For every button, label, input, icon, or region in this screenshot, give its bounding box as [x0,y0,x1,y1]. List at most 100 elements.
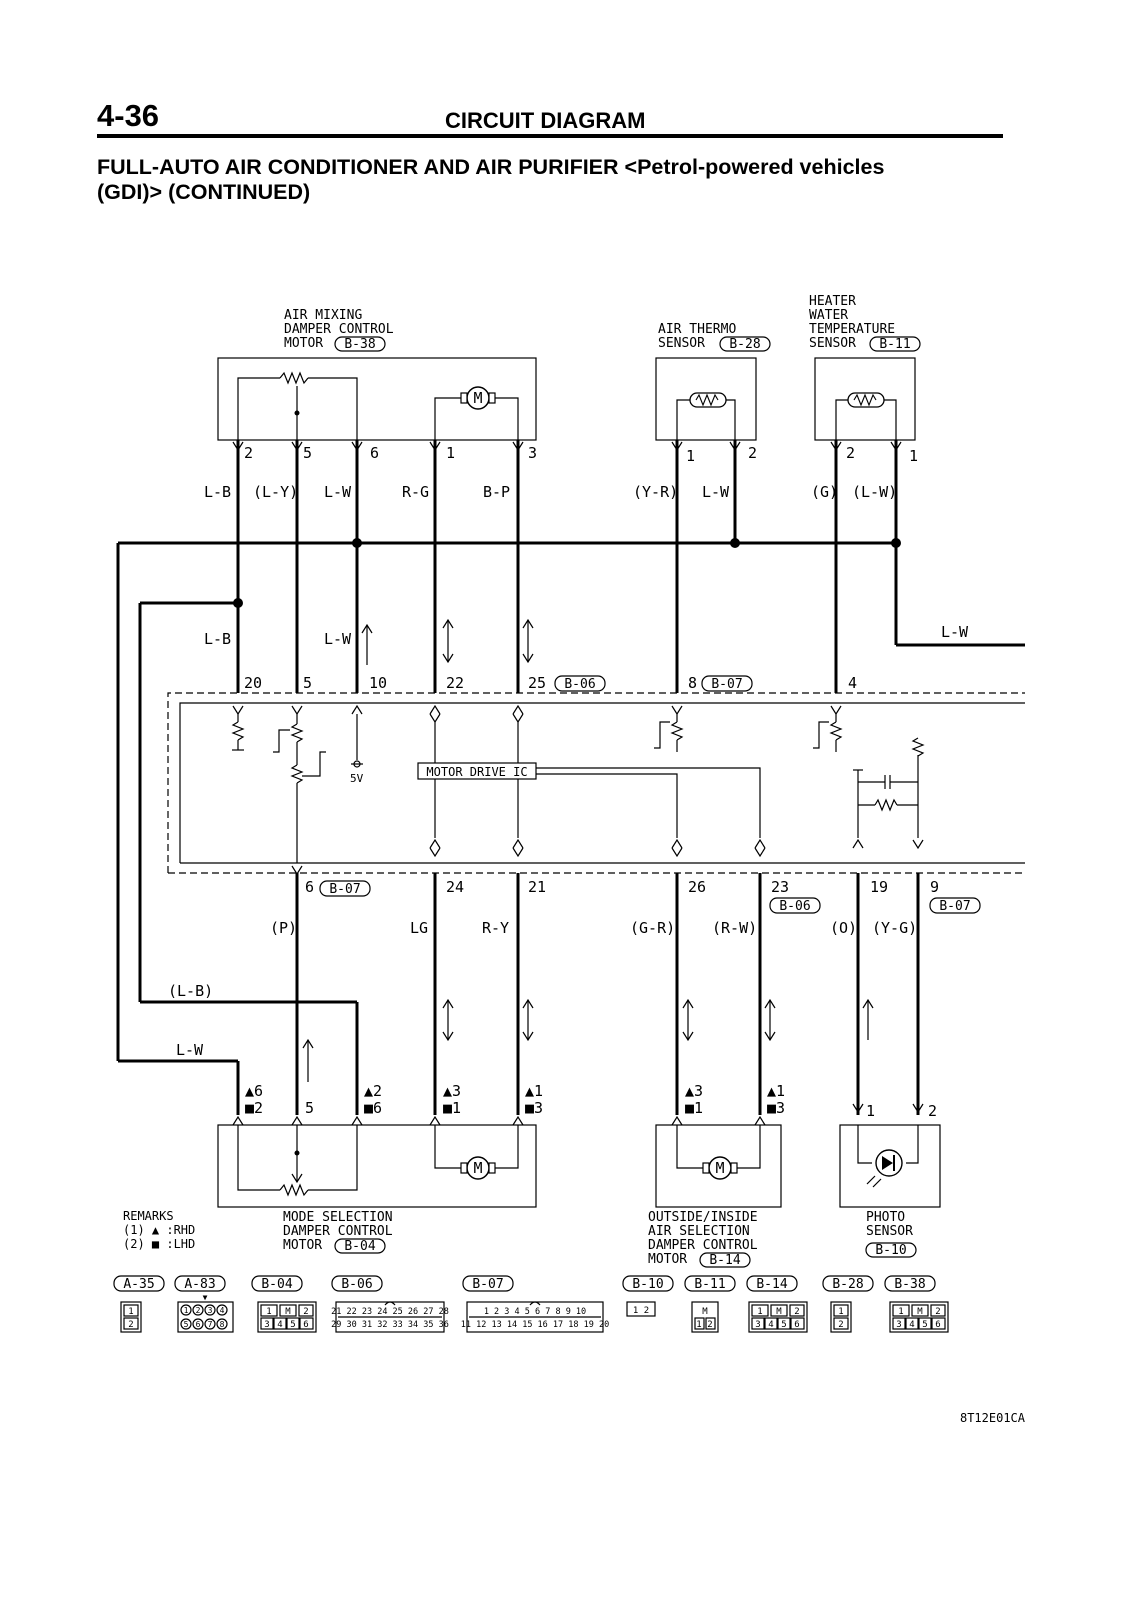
heater-label-2: WATER [809,308,848,323]
ecu-connector-b06: B-06 [564,677,595,692]
thermo-pin-2: 2 [748,444,757,462]
remarks-title: REMARKS [123,1209,174,1223]
svg-text:21 22 23 24 25 26 27 28: 21 22 23 24 25 26 27 28 [331,1307,449,1317]
air-mixing-motor-icon [434,386,519,440]
oi-pin-b1: ■1 [685,1099,703,1117]
oi-pin-b3: ■3 [767,1099,785,1117]
heater-pin-1: 1 [909,447,918,465]
mode-pin-5: 5 [305,1099,314,1117]
five-volt-label: 5V [350,772,364,785]
mode-selection-label: MODE SELECTION DAMPER CONTROL MOTOR B-04 [283,1210,393,1254]
wire-label-rg: R-G [402,483,429,501]
svg-text:3: 3 [264,1320,269,1330]
mode-pin-a2: ▲2 [364,1082,382,1100]
svg-text:5: 5 [922,1320,927,1330]
wire-label-lb: L-B [204,483,231,501]
conn-a83: A-83 [184,1277,215,1292]
mode-pin-b3: ■3 [525,1099,543,1117]
ecu-connector-b07: B-07 [711,677,742,692]
conn-b06: B-06 [341,1277,372,1292]
pin-5: 5 [303,444,312,462]
wire-label-lw2: L-W [702,483,730,501]
photo-label-2: SENSOR [866,1224,913,1239]
oi-label-1: OUTSIDE/INSIDE [648,1210,758,1225]
conn-b28: B-28 [832,1277,863,1292]
svg-text:1: 1 [266,1307,271,1317]
ecu-connector-b07-right: B-07 [939,899,970,914]
oi-label-2: AIR SELECTION [648,1224,750,1239]
heater-label-3: TEMPERATURE [809,322,895,337]
bottom-wiring [295,873,920,1115]
conn-b14: B-14 [756,1277,787,1292]
svg-text:29 30 31 32 33 34 35 36: 29 30 31 32 33 34 35 36 [331,1320,449,1330]
wire-label-lb-mid: L-B [204,630,231,648]
ecu-pin-23: 23 [771,878,789,896]
outside-inside-motor-icon [676,1125,761,1180]
mode-connector: B-04 [344,1239,375,1254]
svg-text:M: M [776,1307,782,1317]
air-thermo-label-1: AIR THERMO [658,322,736,337]
mode-selection-potentiometer [237,1125,358,1197]
svg-text:5: 5 [781,1320,786,1330]
svg-text:6: 6 [303,1320,308,1330]
photo-pin-1: 1 [866,1102,875,1120]
ecu-pin-19: 19 [870,878,888,896]
ecu-pin-22: 22 [446,674,464,692]
conn-b10: B-10 [632,1277,663,1292]
oi-label-4: MOTOR [648,1252,687,1267]
wire-label-rw: (R-W) [712,919,757,937]
svg-text:2: 2 [196,1306,201,1315]
outside-inside-motor-box [655,1124,782,1208]
svg-text:4: 4 [768,1320,773,1330]
mode-selection-motor-icon [434,1125,519,1180]
air-thermo-label-2: SENSOR [658,336,705,351]
ecu-pin-8: 8 [688,674,697,692]
svg-text:2: 2 [303,1307,308,1317]
pin-2: 2 [244,444,253,462]
ecu-pin-10: 10 [369,674,387,692]
wire-label-bp: B-P [483,483,510,501]
mode-label-3: MOTOR [283,1238,322,1253]
svg-text:1 2: 1 2 [633,1306,649,1316]
mode-pin-a3: ▲3 [443,1082,461,1100]
svg-text:7: 7 [208,1320,213,1329]
svg-text:11 12 13 14 15 16 17 18 19 20: 11 12 13 14 15 16 17 18 19 20 [461,1320,609,1330]
svg-text:1: 1 [696,1320,701,1330]
ecu-pin-20: 20 [244,674,262,692]
remarks: REMARKS (1) ▲ :RHD (2) ■ :LHD [123,1209,195,1251]
heater-label-1: HEATER [809,294,856,309]
wire-label-o: (O) [830,919,857,937]
ecu-connector-b07-bottom: B-07 [329,882,360,897]
mode-pin-b1: ■1 [443,1099,461,1117]
header-rule [97,134,1003,138]
svg-text:4: 4 [909,1320,914,1330]
wire-label-gr: (G-R) [630,919,675,937]
wire-label-lg: LG [410,919,428,937]
pin-3: 3 [528,444,537,462]
conn-b11: B-11 [694,1277,725,1292]
ecu-pin-6: 6 [305,878,314,896]
svg-text:5: 5 [184,1320,189,1329]
ecu-internal: 5V MOTOR DRIVE IC [231,705,925,863]
heater-thermistor-icon [847,392,885,408]
mode-pin-b6: ■6 [364,1099,382,1117]
svg-text:3: 3 [896,1320,901,1330]
ecu-pin-5: 5 [303,674,312,692]
heater-water-sensor-label: HEATER WATER TEMPERATURE SENSOR B-11 [809,294,921,352]
ecu-pin-25: 25 [528,674,546,692]
air-thermo-connector: B-28 [729,337,760,352]
wire-label-lw-bottom: L-W [176,1041,204,1059]
heater-pin-2: 2 [846,444,855,462]
svg-text:M: M [285,1307,291,1317]
ecu-connector-b06-bottom: B-06 [779,899,810,914]
air-thermo-sensor-box [655,357,757,441]
oi-connector: B-14 [709,1253,740,1268]
wire-label-lw: L-W [324,483,352,501]
air-mixing-motor-label: AIR MIXING DAMPER CONTROL MOTOR B-38 [284,308,394,352]
wire-label-lw-mid: L-W [324,630,352,648]
page-title-line2: (GDI)> (CONTINUED) [97,180,311,204]
svg-text:1: 1 [838,1307,843,1317]
pin-1: 1 [446,444,455,462]
oi-label-3: DAMPER CONTROL [648,1238,758,1253]
